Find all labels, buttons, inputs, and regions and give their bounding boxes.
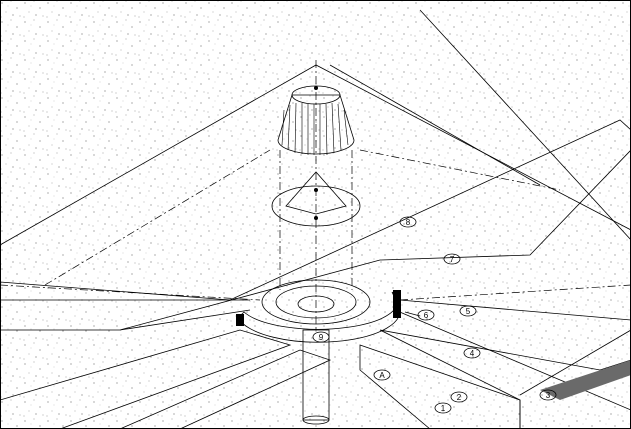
callout-label: 4 bbox=[470, 349, 475, 358]
callout-label: 5 bbox=[466, 307, 471, 316]
callout-label: 6 bbox=[424, 311, 429, 320]
callout-6: 6 bbox=[417, 309, 435, 321]
drain-pipe bbox=[302, 329, 330, 421]
callout-label: 2 bbox=[457, 393, 462, 402]
callout-a: A bbox=[373, 369, 391, 381]
membrane-layer bbox=[0, 64, 631, 429]
callout-8: 8 bbox=[399, 216, 417, 228]
callout-4: 4 bbox=[463, 347, 481, 359]
clamp-right bbox=[393, 290, 401, 318]
sealant-strip bbox=[540, 360, 631, 400]
steel-deck-flutes bbox=[0, 329, 631, 429]
callout-label: 3 bbox=[546, 391, 551, 400]
insulation-layer-7 bbox=[0, 149, 631, 429]
dome-strainer bbox=[277, 85, 355, 156]
callout-3: 3 bbox=[539, 389, 557, 401]
callout-2: 2 bbox=[450, 391, 468, 403]
callout-label: A bbox=[379, 371, 385, 380]
callout-label: 9 bbox=[319, 333, 324, 342]
callout-1: 1 bbox=[434, 402, 452, 414]
callout-7: 7 bbox=[443, 253, 461, 265]
callout-label: 1 bbox=[441, 404, 446, 413]
callout-label: 7 bbox=[450, 255, 455, 264]
clamp-left bbox=[236, 314, 244, 326]
callout-9: 9 bbox=[312, 331, 330, 343]
callout-label: 8 bbox=[406, 218, 411, 227]
callout-5: 5 bbox=[459, 305, 477, 317]
